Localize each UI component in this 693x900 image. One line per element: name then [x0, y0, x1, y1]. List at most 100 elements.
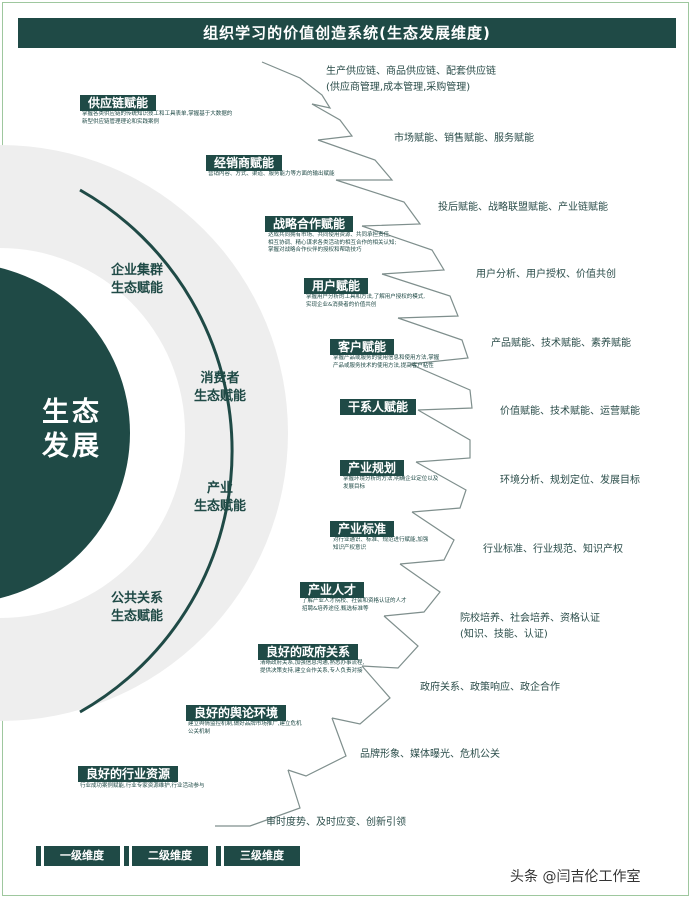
desc-line: 掌握对战略合作伙伴的授权和帮助技巧 [268, 247, 362, 253]
eco-industry: 产业 生态赋能 [175, 480, 265, 516]
item-stakeholder-label: 干系人赋能 [340, 399, 417, 415]
eco-line-1: 企业集群 [110, 263, 163, 278]
outcome-line: 院校培养、社会培养、资格认证 [460, 613, 600, 624]
outcome-line: 生产供应链、商品供应链、配套供应链 [326, 66, 496, 77]
item-strategic-outcome: 投后赋能、战略联盟赋能、产业链赋能 [438, 200, 608, 216]
connector-1 [261, 61, 332, 109]
outcome-line: 产品赋能、技术赋能、素养赋能 [491, 338, 631, 349]
legend-label: 二级维度 [132, 846, 208, 866]
item-industry-standard-outcome: 行业标准、行业规范、知识产权 [483, 542, 623, 558]
desc-line: 行业成功案例赋能,行业专家资源维护,行业活动参与 [80, 783, 205, 789]
item-industry-resources-desc: 行业成功案例赋能,行业专家资源维护,行业活动参与 [80, 783, 250, 791]
legend-label: 一级维度 [44, 846, 120, 866]
eco-line-1: 公共关系 [110, 591, 163, 606]
item-strategic-label: 战略合作赋能 [265, 216, 354, 232]
outcome-line: 价值赋能、技术赋能、运营赋能 [500, 406, 640, 417]
eco-consumer: 消费者 生态赋能 [175, 370, 265, 406]
desc-line: 实现企业&消费者的价值共创 [306, 301, 377, 308]
desc-line: 公关机制 [188, 728, 211, 735]
legend-label: 三级维度 [224, 846, 300, 866]
item-industry-planning-label: 产业规划 [340, 460, 405, 476]
outcome-line: 用户分析、用户授权、价值共创 [476, 269, 616, 280]
page-title: 组织学习的价值创造系统(生态发展维度) [18, 18, 676, 48]
eco-line-2: 生态赋能 [193, 499, 246, 514]
outcome-line: (知识、技能、认证) [460, 629, 548, 640]
eco-public-relations: 公共关系 生态赋能 [92, 590, 182, 626]
outcome-line: 行业标准、行业规范、知识产权 [483, 544, 623, 555]
item-industry-talent-label: 产业人才 [300, 582, 365, 598]
core-label: 生态 发展 [22, 396, 122, 464]
connector-5 [361, 225, 446, 275]
connector-9 [415, 409, 471, 463]
outcome-line: 环境分析、规划定位、发展目标 [500, 475, 640, 486]
desc-line: 掌握环境分析的方法,明确企业定位以及 [343, 476, 439, 482]
item-customer-label: 客户赋能 [330, 339, 395, 355]
desc-line: 招聘&培养途径,甄选标准等 [302, 605, 369, 612]
item-stakeholder-outcome: 价值赋能、技术赋能、运营赋能 [500, 404, 640, 420]
item-industry-standard-label: 产业标准 [330, 521, 395, 537]
desc-line: 知识产权意识 [333, 544, 367, 551]
connector-4 [335, 179, 422, 227]
legend-marker [36, 846, 41, 866]
item-government-label: 良好的政府关系 [258, 644, 359, 660]
desc-line: 建立舆情监控机制,做好品牌市场推广,建立危机 [188, 721, 302, 727]
item-public-opinion-desc: 建立舆情监控机制,做好品牌市场推广,建立危机 公关机制 [188, 721, 348, 736]
item-strategic-desc: 达成共同拥有市场、共同使用资源、共同承担责任, 相互协调、精心谋求各类活动的相互… [268, 232, 428, 255]
desc-line: 掌握用户分析的工具和方法,了解用户授权的模式, [306, 294, 425, 300]
item-customer-desc: 掌握产品或服务的使用信息和使用方法,掌握 产品或服务技术的使用方法,提高客户粘性 [333, 355, 473, 370]
item-supply-chain-label: 供应链赋能 [80, 95, 157, 111]
outcome-line: 投后赋能、战略联盟赋能、产业链赋能 [438, 202, 608, 213]
item-dealer-outcome: 市场赋能、销售赋能、服务赋能 [394, 131, 534, 147]
item-industry-talent-outcome: 院校培养、社会培养、资格认证 (知识、技能、认证) [460, 611, 600, 643]
outcome-line: 品牌形象、媒体曝光、危机公关 [360, 749, 500, 760]
connector-2 [311, 103, 354, 141]
eco-enterprise-cluster: 企业集群 生态赋能 [92, 262, 182, 298]
eco-line-2: 生态赋能 [110, 281, 163, 296]
core-line-2: 发展 [42, 431, 102, 462]
connector-7 [397, 317, 469, 365]
item-user-desc: 掌握用户分析的工具和方法,了解用户授权的模式, 实现企业&消费者的价值共创 [306, 294, 456, 309]
item-customer-outcome: 产品赋能、技术赋能、素养赋能 [491, 336, 631, 352]
connector-11 [399, 511, 455, 565]
desc-line: 掌握产品或服务的使用信息和使用方法,掌握 [333, 355, 440, 361]
connector-12 [383, 563, 441, 617]
connector-6 [381, 273, 459, 319]
desc-line: 新型供应链管理理论和实践案例 [82, 118, 160, 125]
item-public-opinion-label: 良好的舆论环境 [186, 705, 287, 721]
connector-8 [409, 363, 473, 411]
item-dealer-label: 经销商赋能 [206, 155, 283, 171]
eco-line-2: 生态赋能 [193, 389, 246, 404]
legend-first-level: 一级维度 [36, 846, 120, 866]
outcome-line: (供应商管理,成本管理,采购管理) [326, 82, 471, 93]
legend-second-level: 二级维度 [124, 846, 208, 866]
eco-line-2: 生态赋能 [110, 609, 163, 624]
desc-line: 提供决策支持,建立合作关系,专人负责对接 [260, 667, 363, 674]
desc-line: 清晰政府关系,加强信息沟通,熟悉办事流程, [260, 660, 365, 666]
item-industry-resources-outcome: 审时度势、及时应变、创新引领 [266, 815, 406, 831]
connector-14 [331, 665, 391, 725]
item-user-label: 用户赋能 [304, 278, 369, 294]
connector-15 [287, 717, 347, 777]
connector-13 [361, 615, 419, 669]
desc-line: 发展目标 [343, 483, 366, 490]
desc-line: 相互协调、精心谋求各类活动的相互合作的相关认知; [268, 239, 397, 246]
outer-arc [215, 61, 473, 827]
desc-line: 达成共同拥有市场、共同使用资源、共同承担责任, [268, 232, 391, 238]
item-industry-planning-outcome: 环境分析、规划定位、发展目标 [500, 473, 640, 489]
item-dealer-desc: 营销内容、方式、渠道、服务能力等方面的输出赋能 [208, 171, 378, 179]
desc-line: 对行业通识、标准、规范进行赋能,加强 [333, 537, 429, 543]
eco-line-1: 产业 [206, 481, 233, 496]
connector-3 [317, 139, 394, 181]
desc-line: 营销内容、方式、渠道、服务能力等方面的输出赋能 [208, 171, 335, 177]
connector-16 [215, 769, 301, 827]
watermark: 头条 @闫吉伦工作室 [510, 869, 641, 885]
item-industry-standard-desc: 对行业通识、标准、规范进行赋能,加强 知识产权意识 [333, 537, 463, 552]
item-supply-chain-outcome: 生产供应链、商品供应链、配套供应链 (供应商管理,成本管理,采购管理) [326, 64, 496, 96]
item-industry-talent-desc: 了解产业人才院校、社会和资格认证的人才 招聘&培养途径,甄选标准等 [302, 598, 452, 613]
desc-line: 了解产业人才院校、社会和资格认证的人才 [302, 598, 407, 604]
legend-marker [216, 846, 221, 866]
core-line-1: 生态 [42, 397, 102, 428]
desc-line: 掌握各类供应链的传统知识技工和工具表单,掌握基于大数据的 [82, 111, 233, 117]
item-industry-resources-label: 良好的行业资源 [78, 766, 179, 782]
